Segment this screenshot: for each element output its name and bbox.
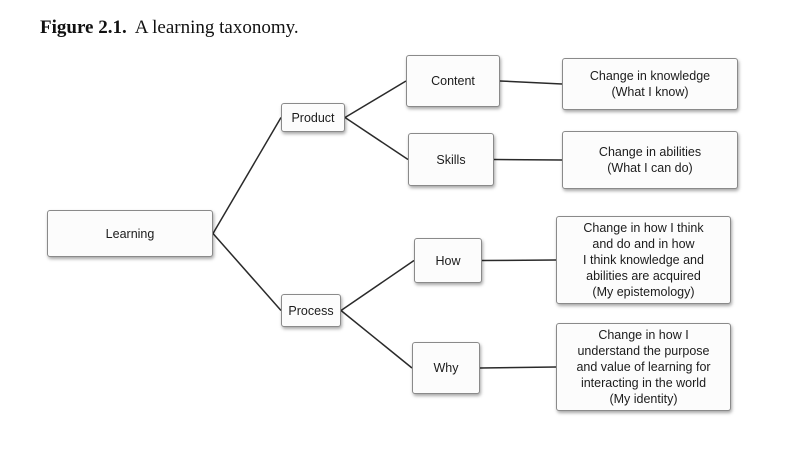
node-identity-text: Change in how I understand the purpose a… [576, 328, 711, 406]
figure-title: A learning taxonomy. [134, 17, 299, 38]
node-change-in-knowledge: Change in knowledge (What I know) [562, 58, 738, 110]
node-learning-label: Learning [105, 226, 155, 241]
connector-process-why [340, 309, 413, 369]
connector-content-knowledge [499, 80, 563, 85]
node-learning: Learning [47, 210, 213, 257]
node-how-label: How [435, 253, 461, 268]
node-content: Content [406, 55, 500, 107]
connector-skills-abilities [493, 158, 563, 161]
figure-number: Figure 2.1. [40, 17, 127, 38]
connector-process-how [340, 259, 415, 312]
node-epistemology-text: Change in how I think and do and in how … [583, 221, 704, 299]
connector-product-skills [344, 116, 409, 161]
node-identity: Change in how I understand the purpose a… [556, 323, 731, 411]
connector-product-content [344, 80, 407, 119]
connector-learning-product [212, 117, 282, 234]
node-product: Product [281, 103, 345, 132]
node-skills: Skills [408, 133, 494, 186]
node-content-label: Content [431, 74, 475, 88]
node-change-in-abilities-text: Change in abilities (What I can do) [598, 145, 702, 175]
connector-how-epistemology [481, 259, 557, 262]
node-change-in-knowledge-text: Change in knowledge (What I know) [589, 69, 711, 99]
connector-why-identity [479, 366, 557, 369]
node-product-label: Product [291, 110, 335, 125]
node-process-label: Process [288, 303, 334, 318]
connector-learning-process [212, 233, 282, 311]
node-skills-label: Skills [436, 152, 466, 167]
node-why-label: Why [433, 361, 459, 375]
node-why: Why [412, 342, 480, 394]
node-process: Process [281, 294, 341, 327]
node-change-in-abilities: Change in abilities (What I can do) [562, 131, 738, 189]
figure-caption: Figure 2.1. A learning taxonomy. [40, 17, 299, 39]
node-how: How [414, 238, 482, 283]
node-epistemology: Change in how I think and do and in how … [556, 216, 731, 304]
